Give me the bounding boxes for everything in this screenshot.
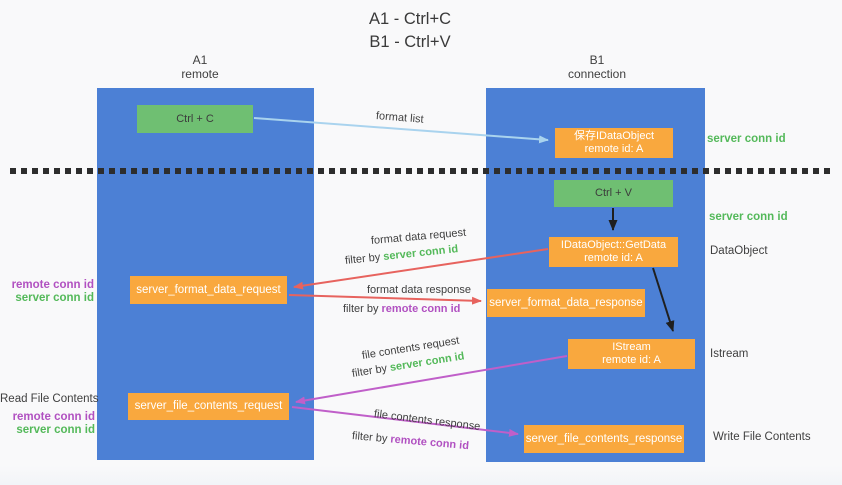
server-conn-id-label-1: server conn id: [15, 292, 94, 304]
column-b1-role: connection: [567, 67, 627, 81]
node-server-file-contents-request: server_file_contents_request: [128, 393, 289, 420]
istream-label: Istream: [710, 348, 749, 360]
format-data-response-label: format data response: [367, 284, 471, 296]
column-header-a1: A1 remote: [140, 53, 260, 81]
server-conn-id-label-top: server conn id: [707, 133, 786, 145]
node-ctrl-v-label: Ctrl + V: [595, 187, 632, 199]
title-line-ctrl-v: B1 - Ctrl+V: [369, 33, 451, 51]
column-a1-id: A1: [192, 53, 208, 67]
node-istream-line1: IStream: [612, 341, 651, 353]
filter-by-text-2: filter by: [343, 303, 382, 315]
node-save-idataobject: 保存IDataObject remote id: A: [555, 128, 673, 158]
dataobject-label: DataObject: [710, 245, 768, 257]
session-separator-line: [10, 168, 832, 174]
node-server-format-data-response-label: server_format_data_response: [489, 296, 643, 309]
format-conn-id-key-labels: remote conn id server conn id: [0, 279, 94, 305]
filter-by-text-1: filter by: [344, 251, 384, 267]
filter-key-server-conn-id-1: server conn id: [382, 243, 459, 263]
remote-conn-id-label-1: remote conn id: [11, 279, 94, 291]
filter-key-remote-conn-id-2: remote conn id: [381, 303, 461, 315]
node-ctrl-c: Ctrl + C: [137, 105, 253, 133]
read-file-contents-label: Read File Contents: [0, 393, 99, 405]
node-ctrl-v: Ctrl + V: [554, 180, 673, 207]
format-list-label: format list: [375, 110, 425, 126]
column-header-b1: B1 connection: [537, 53, 657, 81]
node-server-file-contents-response-label: server_file_contents_response: [525, 432, 683, 445]
file-contents-response-label: file contents response: [373, 408, 481, 433]
node-idataobject-getdata-line1: IDataObject::GetData: [560, 239, 667, 251]
node-istream-line2: remote id: A: [602, 354, 661, 366]
node-server-format-data-response: server_format_data_response: [487, 289, 645, 317]
node-server-format-data-request-label: server_format_data_request: [136, 283, 281, 296]
file-response-filter-label: filter by remote conn id: [351, 430, 469, 452]
node-server-file-contents-response: server_file_contents_response: [524, 425, 684, 453]
file-conn-id-key-labels: remote conn id server conn id: [0, 411, 95, 437]
column-a1-role: remote: [181, 67, 219, 81]
filter-by-text-4: filter by: [351, 430, 391, 446]
title-line-ctrl-c: A1 - Ctrl+C: [368, 10, 452, 28]
node-istream: IStream remote id: A: [568, 339, 695, 369]
remote-conn-id-label-2: remote conn id: [12, 411, 95, 423]
node-ctrl-c-label: Ctrl + C: [176, 112, 214, 125]
format-response-filter-label: filter by remote conn id: [343, 303, 460, 315]
node-save-idataobject-line2: remote id: A: [584, 143, 644, 155]
node-server-file-contents-request-label: server_file_contents_request: [134, 400, 283, 412]
server-conn-id-label-2: server conn id: [16, 424, 95, 436]
filter-key-remote-conn-id-4: remote conn id: [389, 433, 470, 453]
node-idataobject-getdata: IDataObject::GetData remote id: A: [549, 237, 678, 267]
node-save-idataobject-line1: 保存IDataObject: [573, 130, 655, 142]
filter-by-text-3: filter by: [351, 362, 391, 380]
server-conn-id-label-mid: server conn id: [709, 211, 788, 223]
write-file-contents-label: Write File Contents: [713, 431, 811, 443]
node-idataobject-getdata-line2: remote id: A: [584, 252, 643, 264]
column-b1-id: B1: [589, 53, 605, 67]
node-server-format-data-request: server_format_data_request: [130, 276, 287, 304]
format-request-filter-label: filter by server conn id: [344, 243, 458, 267]
diagram-title: A1 - Ctrl+C B1 - Ctrl+V: [320, 8, 500, 54]
